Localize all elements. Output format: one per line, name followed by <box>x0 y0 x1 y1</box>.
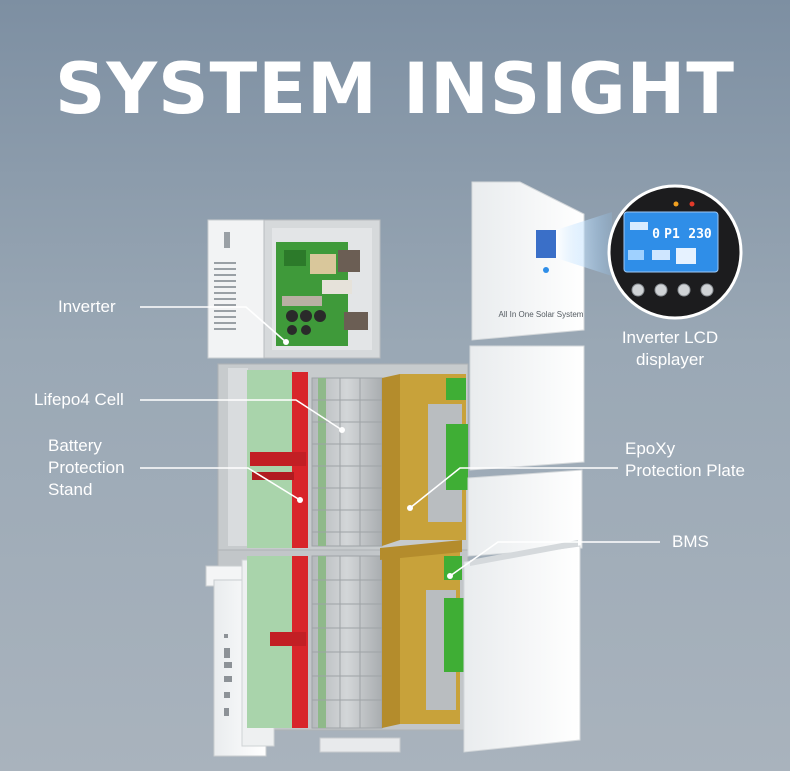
label-inverter-lcd: Inverter LCD displayer <box>621 328 719 369</box>
lcd-readout-left: 0 <box>652 227 660 242</box>
label-bms: BMS <box>672 532 709 551</box>
epoxy-leader <box>409 467 618 509</box>
callout-dots <box>283 339 453 579</box>
bms-boards <box>444 378 468 672</box>
lcd-readout-code: P1 <box>664 227 680 242</box>
lifepo4-leader <box>140 399 343 431</box>
label-inverter: Inverter <box>58 297 116 316</box>
enclosure-front-panels <box>463 181 612 753</box>
page-title: SYSTEM INSIGHT <box>55 48 735 130</box>
lifepo4-cell-stack <box>311 377 383 729</box>
stand-leader <box>140 467 301 501</box>
label-lifepo4-cell: Lifepo4 Cell <box>34 390 124 409</box>
battery-protection-stand <box>250 372 308 728</box>
bms-leader <box>449 541 660 577</box>
lcd-zoom-callout <box>607 184 743 320</box>
enclosure-brand-text: All In One Solar System <box>499 310 584 319</box>
label-battery-protection-stand: Battery Protection Stand <box>48 436 125 499</box>
lcd-readout-value: 230 <box>688 227 712 242</box>
enclosure-mini-screen <box>536 230 556 258</box>
inverter-unit <box>207 219 381 359</box>
base-plinth <box>319 737 401 753</box>
callout-lines <box>140 306 660 577</box>
epoxy-protection-plate <box>380 374 466 728</box>
inverter-leader <box>140 306 287 343</box>
enclosure-indicator-light <box>543 267 549 273</box>
label-epoxy-protection-plate: EpoXy Protection Plate <box>625 439 746 480</box>
